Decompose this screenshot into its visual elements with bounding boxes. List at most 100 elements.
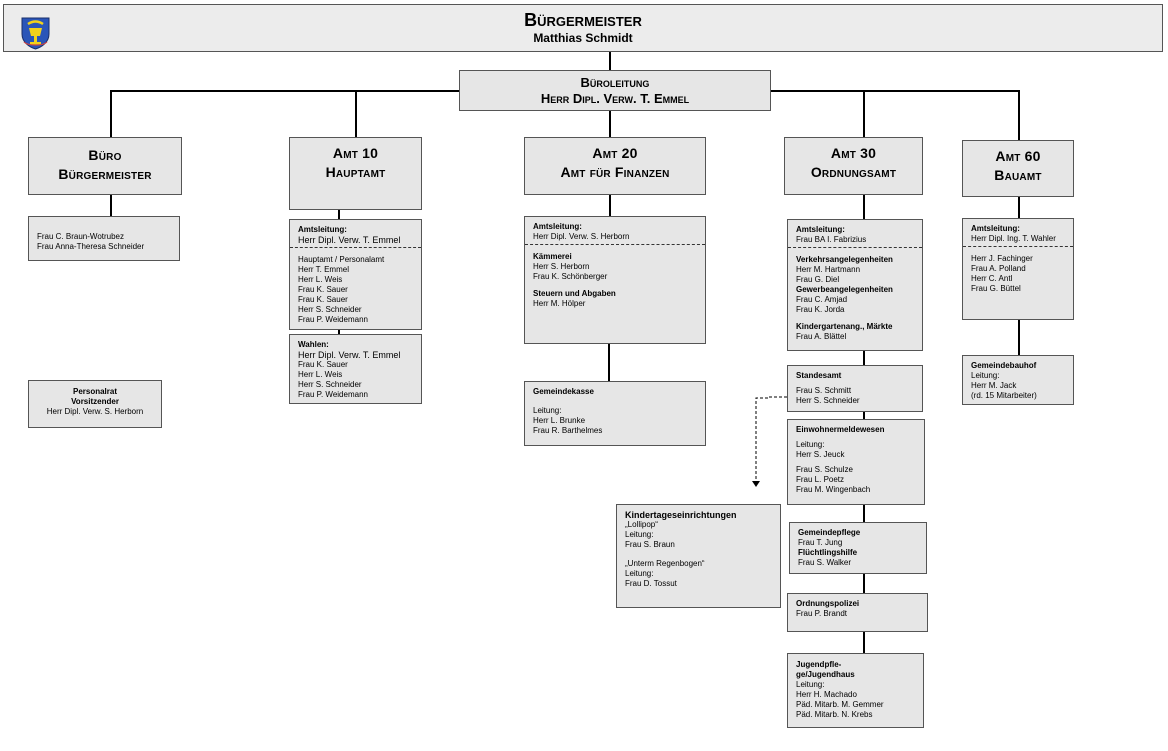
staff-name: Frau K. Sauer bbox=[298, 295, 348, 304]
dept-amt30-line2: Ordnungsamt bbox=[810, 164, 897, 180]
staff-name: Päd. Mitarb. M. Gemmer bbox=[796, 700, 884, 709]
staff-council-box: Personalrat Vorsitzender Herr Dipl. Verw… bbox=[28, 380, 162, 428]
staff-name: Herr S. Jeuck bbox=[796, 450, 845, 459]
dept-amt60-line1: Amt 60 bbox=[995, 148, 1041, 164]
kita-lollipop-name: „Lollipop“ bbox=[625, 520, 658, 529]
verkehr-heading: Verkehrsangelegenheiten bbox=[796, 255, 893, 264]
wahlen-heading: Wahlen: bbox=[298, 340, 329, 349]
kaemmerei-heading: Kämmerei bbox=[533, 252, 572, 261]
einwohner-leitung-label: Leitung: bbox=[796, 440, 825, 449]
amt60-leitung-name: Herr Dipl. Ing. T. Wahler bbox=[971, 234, 1056, 243]
office-management-name: Herr Dipl. Verw. T. Emmel bbox=[540, 91, 690, 106]
dept-amt20-line1: Amt 20 bbox=[592, 145, 638, 161]
divider bbox=[788, 247, 922, 248]
staff-name: Frau G. Büttel bbox=[971, 284, 1021, 293]
divider bbox=[963, 246, 1073, 247]
dept-amt30-line1: Amt 30 bbox=[830, 145, 877, 161]
staff-council-name: Herr Dipl. Verw. S. Herborn bbox=[46, 407, 144, 416]
staff-name: Frau Anna-Theresa Schneider bbox=[37, 242, 145, 251]
kita-lollipop-leitung-label: Leitung: bbox=[625, 530, 654, 539]
staff-name: Frau P. Weidemann bbox=[298, 315, 368, 324]
staff-name: Frau K. Sauer bbox=[298, 285, 348, 294]
amt10-leitung-name: Herr Dipl. Verw. T. Emmel bbox=[298, 235, 401, 245]
bauhof-leitung-label: Leitung: bbox=[971, 371, 1000, 380]
amt60-leitung-box: Amtsleitung: Herr Dipl. Ing. T. Wahler H… bbox=[962, 218, 1074, 320]
standesamt-heading: Standesamt bbox=[796, 371, 842, 380]
kita-heading: Kindertageseinrichtungen bbox=[625, 510, 737, 520]
dept-buero-line2: Bürgermeister bbox=[58, 166, 152, 182]
dept-buero-box: Büro Bürgermeister bbox=[28, 137, 182, 195]
staff-name: Frau K. Sauer bbox=[298, 360, 348, 369]
amt20-leitung-box: Amtsleitung: Herr Dipl. Verw. S. Herborn… bbox=[524, 216, 706, 344]
staff-name: Frau P. Brandt bbox=[796, 609, 847, 618]
gemeindekasse-box: Gemeindekasse Leitung: Herr L. Brunke Fr… bbox=[524, 381, 706, 446]
coat-of-arms-icon bbox=[20, 16, 51, 50]
kindergarten-heading: Kindergartenang., Märkte bbox=[796, 322, 893, 331]
amt60-leitung-heading: Amtsleitung: bbox=[971, 224, 1020, 233]
dept-amt60-box: Amt 60 Bauamt bbox=[962, 140, 1074, 197]
staff-name: Herr L. Weis bbox=[298, 275, 343, 284]
staff-name: Herr S. Schneider bbox=[298, 380, 362, 389]
mayor-box: Bürgermeister Matthias Schmidt bbox=[3, 4, 1163, 52]
amt20-leitung-heading: Amtsleitung: bbox=[533, 222, 582, 231]
staff-name: Frau G. Diel bbox=[796, 275, 840, 284]
staff-name: Herr M. Hartmann bbox=[796, 265, 861, 274]
staff-name: Frau R. Barthelmes bbox=[533, 426, 603, 435]
staff-name: Frau S. Walker bbox=[798, 558, 852, 567]
dept-buero-line1: Büro bbox=[88, 147, 122, 163]
staff-name: Herr S. Schneider bbox=[796, 396, 860, 405]
staff-name: Frau A. Blättel bbox=[796, 332, 847, 341]
staff-name: Frau S. Schulze bbox=[796, 465, 853, 474]
amt30-leitung-heading: Amtsleitung: bbox=[796, 225, 845, 234]
dept-amt20-line2: Amt für Finanzen bbox=[560, 164, 670, 180]
amt30-leitung-box: Amtsleitung: Frau BA I. Fabrizius Verkeh… bbox=[787, 219, 923, 351]
staff-name: Herr J. Fachinger bbox=[971, 254, 1033, 263]
office-management-box: Büroleitung Herr Dipl. Verw. T. Emmel bbox=[459, 70, 771, 111]
einwohner-heading: Einwohnermeldewesen bbox=[796, 425, 885, 434]
staff-name: Herr L. Brunke bbox=[533, 416, 586, 425]
jugendpflege-box: Jugendpfle- ge/Jugendhaus Leitung: Herr … bbox=[787, 653, 924, 728]
dept-amt30-box: Amt 30 Ordnungsamt bbox=[784, 137, 923, 195]
bauhof-heading: Gemeindebauhof bbox=[971, 361, 1037, 370]
dept-amt10-box: Amt 10 Hauptamt bbox=[289, 137, 422, 210]
kita-regenbogen-leitung-label: Leitung: bbox=[625, 569, 654, 578]
einwohner-box: Einwohnermeldewesen Leitung: Herr S. Jeu… bbox=[787, 419, 925, 505]
gemeindepflege-box: Gemeindepflege Frau T. Jung Flüchtlingsh… bbox=[789, 522, 927, 574]
staff-name: Herr Dipl. Verw. T. Emmel bbox=[298, 350, 401, 360]
amt10-leitung-box: Amtsleitung: Herr Dipl. Verw. T. Emmel H… bbox=[289, 219, 422, 330]
staff-name: Frau L. Poetz bbox=[796, 475, 845, 484]
staff-name: Herr S. Herborn bbox=[533, 262, 590, 271]
amt10-leitung-heading: Amtsleitung: bbox=[298, 225, 347, 234]
staff-name: Frau D. Tossut bbox=[625, 579, 677, 588]
divider bbox=[525, 244, 705, 245]
staff-name: Päd. Mitarb. N. Krebs bbox=[796, 710, 873, 719]
dept-amt60-line2: Bauamt bbox=[994, 167, 1042, 183]
jugendpflege-heading: Jugendpfle- bbox=[796, 660, 842, 669]
staff-name: Herr T. Emmel bbox=[298, 265, 349, 274]
staff-name: Herr H. Machado bbox=[796, 690, 857, 699]
bauhof-box: Gemeindebauhof Leitung: Herr M. Jack (rd… bbox=[962, 355, 1074, 405]
steuern-heading: Steuern und Abgaben bbox=[533, 289, 616, 298]
kita-box: Kindertageseinrichtungen „Lollipop“ Leit… bbox=[616, 504, 781, 608]
kita-regenbogen-name: „Unterm Regenbogen“ bbox=[625, 559, 705, 568]
staff-name: Herr S. Schneider bbox=[298, 305, 362, 314]
staff-name: Herr C. Antl bbox=[971, 274, 1013, 283]
standesamt-box: Standesamt Frau S. Schmitt Herr S. Schne… bbox=[787, 365, 923, 412]
gemeindepflege-heading: Gemeindepflege bbox=[798, 528, 861, 537]
jugendpflege-heading-cont: ge/Jugendhaus bbox=[796, 670, 855, 679]
mayor-name: Matthias Schmidt bbox=[533, 31, 633, 45]
dept-amt10-line1: Amt 10 bbox=[332, 145, 379, 161]
staff-council-title: Personalrat bbox=[72, 387, 118, 396]
office-management-title: Büroleitung bbox=[580, 75, 650, 90]
amt10-sub-heading: Hauptamt / Personalamt bbox=[298, 255, 385, 264]
dashed-arrow bbox=[752, 396, 787, 487]
jugendpflege-leitung-label: Leitung: bbox=[796, 680, 825, 689]
staff-name: Frau C. Braun-Wotrubez bbox=[37, 232, 124, 241]
ordnungspolizei-heading: Ordnungspolizei bbox=[796, 599, 860, 608]
gemeindekasse-heading: Gemeindekasse bbox=[533, 387, 594, 396]
amt30-leitung-name: Frau BA I. Fabrizius bbox=[796, 235, 867, 244]
staff-name: Frau K. Schönberger bbox=[533, 272, 608, 281]
staff-name: Frau P. Weidemann bbox=[298, 390, 368, 399]
divider bbox=[290, 247, 421, 248]
staff-name: Frau A. Polland bbox=[971, 264, 1026, 273]
